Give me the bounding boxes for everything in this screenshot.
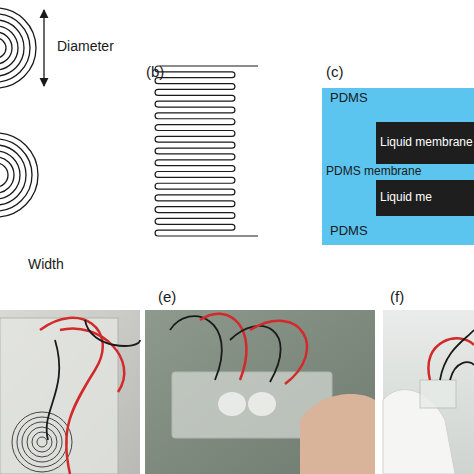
dimension-label: Width: [28, 256, 64, 272]
photo: [383, 310, 474, 474]
dimension-label: Diameter: [57, 38, 114, 54]
panel-label: (b): [146, 63, 164, 80]
photo: [145, 310, 375, 474]
layer-label: PDMS membrane: [326, 164, 421, 179]
layer-label: Liquid me: [380, 190, 432, 204]
dimension-arrow: [43, 10, 44, 86]
panel-label: (f): [390, 288, 404, 305]
serpentine-pattern: [155, 66, 258, 236]
pdms-membrane-band: PDMS membrane: [322, 164, 474, 179]
photo: [0, 310, 140, 474]
panel-label: (c): [326, 63, 344, 80]
spiral-coil: [0, 8, 38, 217]
layer-label: Liquid membrane: [380, 135, 473, 149]
layer-label: PDMS: [330, 90, 368, 105]
layer-label: PDMS: [330, 223, 368, 238]
liquid-membrane-chamber: Liquid me: [376, 180, 474, 216]
pdms-layer: PDMS Liquid membrane: [322, 88, 474, 164]
pdms-layer: PDMS Liquid me: [322, 179, 474, 245]
panel-label: (e): [158, 288, 176, 305]
liquid-membrane-chamber: Liquid membrane: [376, 122, 474, 164]
